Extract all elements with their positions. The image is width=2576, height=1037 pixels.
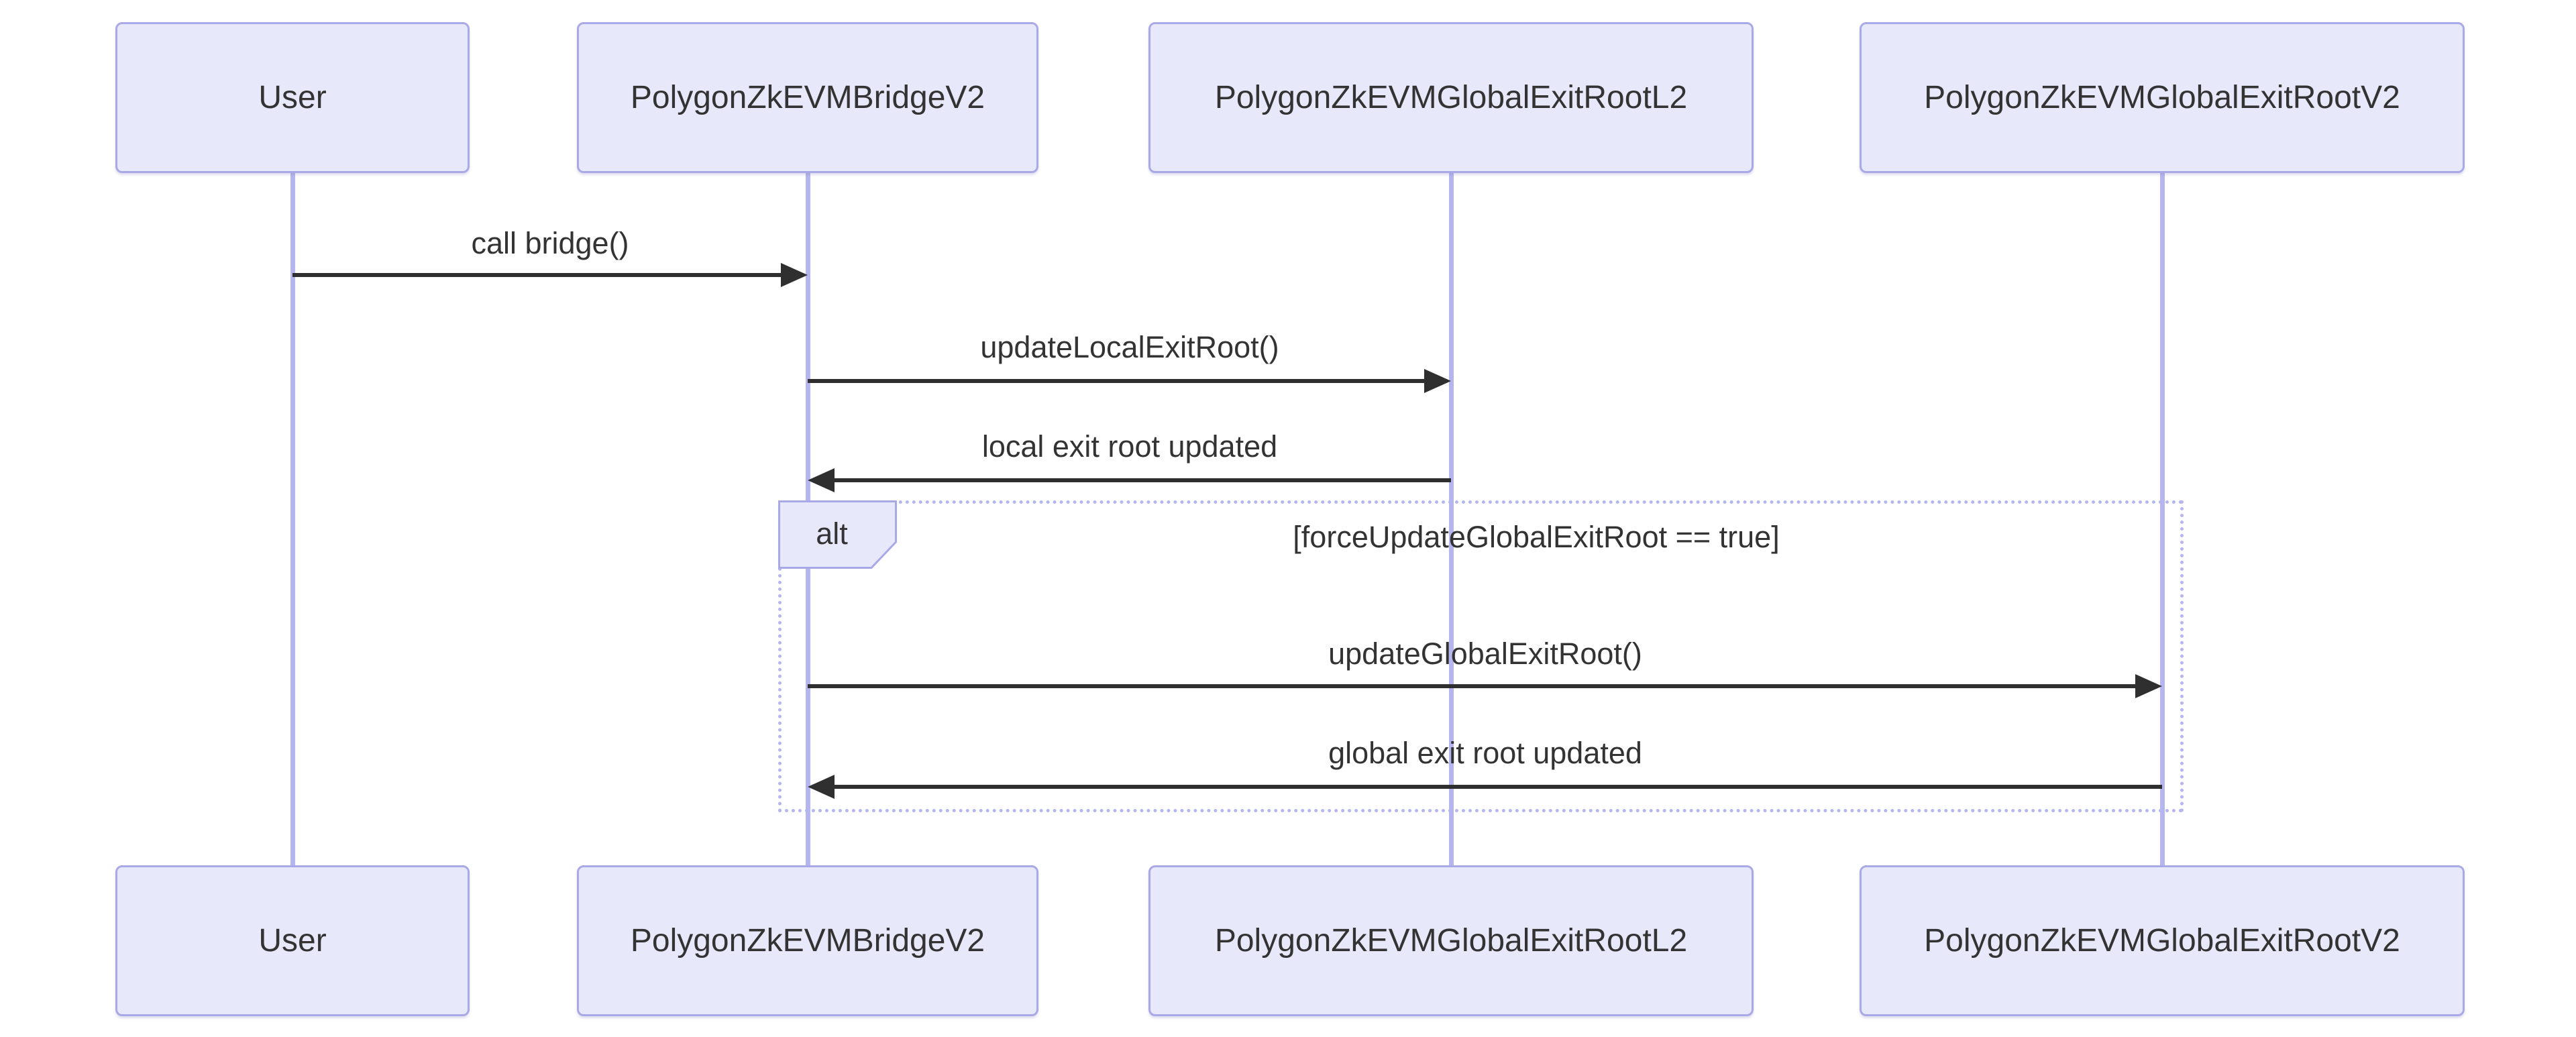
actor-label: PolygonZkEVMGlobalExitRootL2 [1214,923,1688,959]
actor-bottom-bridge-v2: PolygonZkEVMBridgeV2 [577,865,1038,1016]
msg-call-bridge-line [292,273,789,277]
alt-condition-label: [forceUpdateGlobalExitRoot == true] [1293,520,1780,554]
msg-global-exit-root-updated-arrowhead [808,775,835,799]
actor-top-global-exit-root-l2: PolygonZkEVMGlobalExitRootL2 [1148,22,1754,173]
actor-label: User [258,923,327,959]
actor-label: PolygonZkEVMGlobalExitRootV2 [1924,923,2400,959]
msg-local-exit-root-updated-arrowhead [808,468,835,492]
msg-update-local-exit-root-arrowhead [1424,369,1451,393]
actor-label: PolygonZkEVMBridgeV2 [630,923,985,959]
msg-update-local-exit-root-line [808,379,1432,383]
alt-frame [778,500,2184,812]
msg-call-bridge-label: call bridge() [471,226,629,260]
msg-local-exit-root-updated-label: local exit root updated [981,429,1278,463]
actor-top-bridge-v2: PolygonZkEVMBridgeV2 [577,22,1038,173]
actor-bottom-global-exit-root-l2: PolygonZkEVMGlobalExitRootL2 [1148,865,1754,1016]
alt-label-shape [778,500,897,569]
actor-label: User [258,80,327,115]
actor-bottom-user: User [115,865,470,1016]
actor-bottom-global-exit-root-v2: PolygonZkEVMGlobalExitRootV2 [1860,865,2465,1016]
lifeline-user [290,173,295,867]
alt-operator-label: alt [816,516,848,551]
lifeline-global-exit-root-l2 [1449,173,1454,867]
actor-top-user: User [115,22,470,173]
actor-label: PolygonZkEVMGlobalExitRootV2 [1924,80,2400,115]
msg-update-global-exit-root-label: updateGlobalExitRoot() [1328,637,1642,671]
actor-top-global-exit-root-v2: PolygonZkEVMGlobalExitRootV2 [1860,22,2465,173]
msg-update-global-exit-root-arrowhead [2135,674,2162,698]
msg-global-exit-root-updated-label: global exit root updated [1328,736,1642,770]
msg-local-exit-root-updated-line [830,478,1451,482]
lifeline-global-exit-root-v2 [2160,173,2165,867]
msg-global-exit-root-updated-line [830,785,2162,789]
msg-update-local-exit-root-label: updateLocalExitRoot() [980,330,1279,364]
msg-update-global-exit-root-line [808,684,2143,688]
actor-label: PolygonZkEVMBridgeV2 [630,80,985,115]
actor-label: PolygonZkEVMGlobalExitRootL2 [1214,80,1688,115]
msg-call-bridge-arrowhead [781,263,808,287]
